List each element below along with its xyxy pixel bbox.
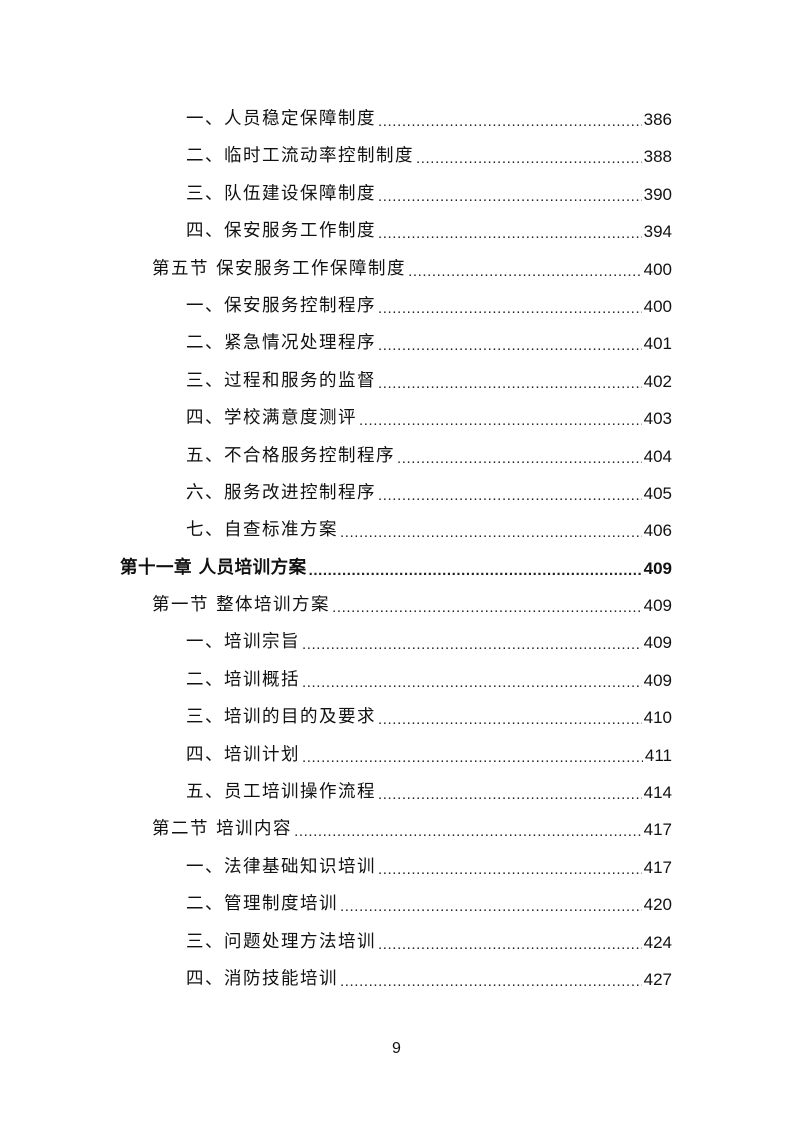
toc-dot-leader: [340, 514, 642, 551]
toc-entry-page-number: 417: [643, 820, 672, 840]
toc-entry-page-number: 414: [643, 783, 672, 803]
toc-entry-title: 一、法律基础知识培训: [186, 856, 376, 877]
toc-dot-leader: [378, 290, 642, 327]
toc-entry-item[interactable]: 三、培训的目的及要求 410: [0, 699, 793, 736]
toc-entry-page-number: 409: [643, 596, 672, 616]
toc-entry-title: 五、不合格服务控制程序: [186, 445, 395, 466]
toc-entry-title: 四、学校满意度测评: [186, 408, 357, 429]
toc-dot-leader: [332, 589, 642, 626]
toc-dot-leader: [340, 963, 642, 1000]
toc-dot-leader: [302, 664, 642, 701]
toc-entry-item[interactable]: 一、人员稳定保障制度 386: [0, 101, 793, 138]
toc-entry-item[interactable]: 六、服务改进控制程序 405: [0, 475, 793, 512]
toc-dot-leader: [302, 739, 643, 776]
toc-dot-leader: [378, 477, 642, 514]
toc-entry-item[interactable]: 四、培训计划 411: [0, 737, 793, 774]
toc-entry-page-number: 409: [643, 670, 672, 690]
toc-entry-page-number: 409: [643, 633, 672, 653]
toc-entry-title: 五、员工培训操作流程: [186, 782, 376, 803]
toc-entry-item[interactable]: 四、消防技能培训 427: [0, 961, 793, 998]
toc-entry-title: 六、服务改进控制程序: [186, 482, 376, 503]
toc-entry-title: 第五节 保安服务工作保障制度: [152, 258, 407, 279]
toc-entry-section[interactable]: 第一节 整体培训方案 409: [0, 587, 793, 624]
toc-entry-title: 第二节 培训内容: [152, 819, 293, 840]
toc-entry-title: 三、过程和服务的监督: [186, 370, 376, 391]
toc-entry-page-number: 427: [643, 969, 672, 989]
toc-entry-title: 一、人员稳定保障制度: [186, 109, 376, 129]
toc-entry-section[interactable]: 第二节 培训内容 417: [0, 811, 793, 848]
toc-dot-leader: [302, 626, 642, 663]
toc-entry-page-number: 386: [643, 110, 672, 129]
toc-entry-item[interactable]: 二、管理制度培训 420: [0, 886, 793, 923]
toc-entry-item[interactable]: 七、自查标准方案 406: [0, 512, 793, 549]
toc-dot-leader: [408, 253, 642, 290]
toc-entry-title: 三、问题处理方法培训: [186, 931, 376, 952]
toc-dot-leader: [378, 926, 642, 963]
toc-entry-page-number: 388: [643, 147, 672, 167]
toc-entry-title: 第十一章 人员培训方案: [120, 557, 307, 578]
toc-entry-title: 二、管理制度培训: [186, 894, 338, 915]
page-number: 9: [392, 1040, 401, 1057]
toc-entry-item[interactable]: 四、保安服务工作制度 394: [0, 213, 793, 250]
toc-entry-page-number: 403: [643, 409, 672, 429]
toc-dot-leader: [378, 103, 642, 140]
toc-entry-item[interactable]: 一、法律基础知识培训 417: [0, 849, 793, 886]
toc-dot-leader: [378, 178, 642, 215]
toc-entry-page-number: 400: [643, 296, 672, 316]
toc-entry-item[interactable]: 三、队伍建设保障制度 390: [0, 176, 793, 213]
toc-dot-leader: [359, 402, 642, 439]
toc-entry-item[interactable]: 四、学校满意度测评 403: [0, 400, 793, 437]
toc-dot-leader: [309, 552, 642, 589]
toc-entry-item[interactable]: 二、临时工流动率控制制度 388: [0, 138, 793, 175]
toc-entry-page-number: 409: [643, 558, 672, 578]
toc-dot-leader: [397, 440, 642, 477]
toc-entry-page-number: 404: [643, 446, 672, 466]
toc-dot-leader: [378, 701, 642, 738]
toc-entry-item[interactable]: 二、紧急情况处理程序 401: [0, 325, 793, 362]
toc-entry-title: 二、紧急情况处理程序: [186, 333, 376, 354]
toc-dot-leader: [340, 888, 642, 925]
toc-entry-title: 三、队伍建设保障制度: [186, 183, 376, 204]
toc-entry-page-number: 390: [643, 184, 672, 204]
toc-entry-item[interactable]: 五、员工培训操作流程 414: [0, 774, 793, 811]
toc-entry-item[interactable]: 一、培训宗旨 409: [0, 624, 793, 661]
toc-entry-page-number: 411: [644, 745, 672, 765]
toc-entry-title: 一、培训宗旨: [186, 632, 300, 653]
toc-entry-page-number: 424: [643, 932, 672, 952]
toc-entry-section[interactable]: 第五节 保安服务工作保障制度 400: [0, 251, 793, 288]
toc-entry-page-number: 402: [643, 371, 672, 391]
toc-dot-leader: [378, 776, 642, 813]
table-of-contents: 一、人员稳定保障制度 386 二、临时工流动率控制制度 388 三、队伍建设保障…: [0, 101, 793, 998]
toc-entry-chapter[interactable]: 第十一章 人员培训方案 409: [0, 550, 793, 587]
toc-dot-leader: [378, 215, 642, 252]
toc-entry-item[interactable]: 五、不合格服务控制程序 404: [0, 438, 793, 475]
toc-dot-leader: [416, 140, 642, 177]
toc-dot-leader: [378, 851, 642, 888]
toc-entry-title: 四、消防技能培训: [186, 968, 338, 989]
toc-entry-page-number: 400: [643, 259, 672, 279]
toc-entry-title: 三、培训的目的及要求: [186, 707, 376, 728]
toc-entry-title: 四、保安服务工作制度: [186, 221, 376, 242]
toc-entry-page-number: 410: [643, 708, 672, 728]
toc-entry-page-number: 405: [643, 483, 672, 503]
toc-entry-page-number: 401: [643, 334, 672, 354]
toc-dot-leader: [294, 813, 642, 850]
toc-entry-title: 二、培训概括: [186, 669, 300, 690]
toc-entry-title: 二、临时工流动率控制制度: [186, 146, 414, 167]
toc-dot-leader: [378, 327, 642, 364]
toc-dot-leader: [378, 365, 642, 402]
toc-entry-page-number: 394: [643, 222, 672, 242]
toc-entry-page-number: 417: [643, 857, 672, 877]
toc-entry-title: 七、自查标准方案: [186, 520, 338, 541]
toc-entry-page-number: 420: [643, 895, 672, 915]
toc-entry-title: 第一节 整体培训方案: [152, 595, 331, 616]
toc-entry-title: 一、保安服务控制程序: [186, 295, 376, 316]
toc-entry-title: 四、培训计划: [186, 744, 300, 765]
toc-entry-page-number: 406: [643, 521, 672, 541]
toc-entry-item[interactable]: 一、保安服务控制程序 400: [0, 288, 793, 325]
toc-entry-item[interactable]: 三、问题处理方法培训 424: [0, 924, 793, 961]
toc-entry-item[interactable]: 二、培训概括 409: [0, 662, 793, 699]
toc-entry-item[interactable]: 三、过程和服务的监督 402: [0, 363, 793, 400]
